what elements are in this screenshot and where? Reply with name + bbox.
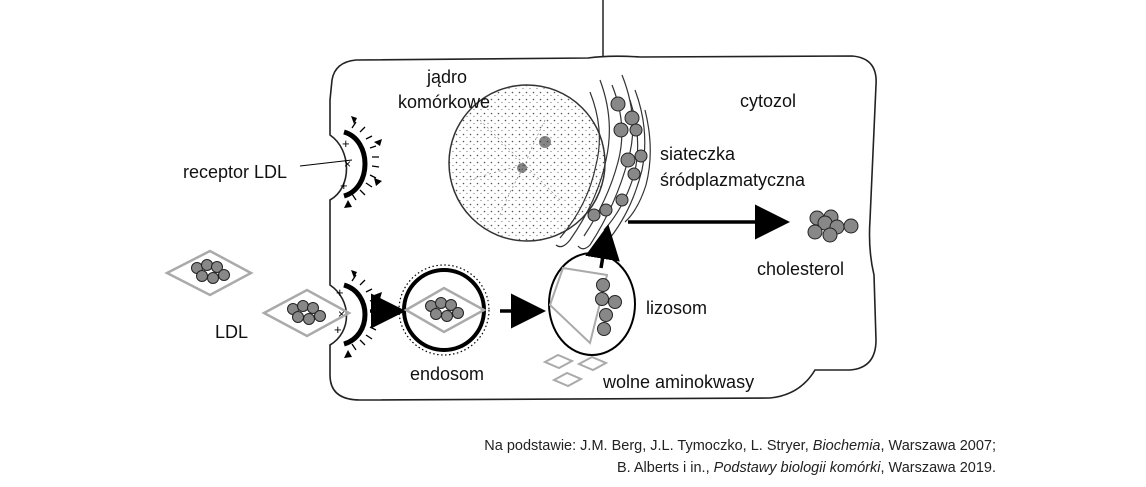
citation-2-title: Podstawy biologii komórki: [713, 460, 881, 476]
label-receptor: receptor LDL: [183, 162, 287, 182]
svg-text:+: +: [336, 285, 344, 300]
label-er-line1: siateczka: [660, 144, 736, 164]
cholesterol-cluster: [807, 209, 859, 243]
svg-text:+: +: [342, 136, 350, 151]
arrow-lysosome-to-er: [585, 224, 620, 269]
amino-acid-fragments: [542, 353, 609, 388]
receptor-pointer-line: [299, 159, 353, 167]
label-cytosol: cytozol: [740, 91, 796, 111]
citation-1-prefix: Na podstawie: J.M. Berg, J.L. Tymoczko, …: [484, 438, 813, 454]
source-citation-line1: Na podstawie: J.M. Berg, J.L. Tymoczko, …: [484, 438, 996, 454]
lysosome: [548, 252, 636, 356]
ldl-particle-binding: [261, 288, 352, 338]
cell-membrane: [329, 55, 877, 401]
svg-text:×: ×: [344, 157, 351, 171]
endoplasmic-reticulum: [555, 74, 651, 250]
ldl-particle-free: [164, 249, 254, 297]
label-endosome: endosom: [410, 364, 484, 384]
citation-1-suffix: , Warszawa 2007;: [880, 438, 996, 454]
label-nucleus-line2: komórkowe: [398, 92, 490, 112]
citation-2-suffix: , Warszawa 2019.: [880, 460, 996, 476]
source-citation-line2: B. Alberts i in., Podstawy biologii komó…: [617, 460, 996, 476]
svg-text:+: +: [340, 178, 348, 193]
label-cholesterol: cholesterol: [757, 259, 844, 279]
endosome: [398, 264, 490, 356]
citation-1-title: Biochemia: [812, 438, 881, 454]
label-lysosome: lizosom: [646, 298, 707, 318]
label-ldl: LDL: [215, 322, 248, 342]
label-nucleus-line1: jądro: [426, 67, 467, 87]
lower-receptor-pit: + × +: [334, 270, 382, 358]
citation-2-prefix: B. Alberts i in.,: [616, 460, 714, 476]
upper-receptor-pit: + × +: [340, 116, 382, 208]
label-amino-acids: wolne aminokwasy: [602, 372, 754, 392]
svg-text:×: ×: [338, 307, 345, 321]
label-er-line2: śródplazmatyczna: [660, 170, 806, 190]
svg-text:+: +: [334, 322, 342, 337]
